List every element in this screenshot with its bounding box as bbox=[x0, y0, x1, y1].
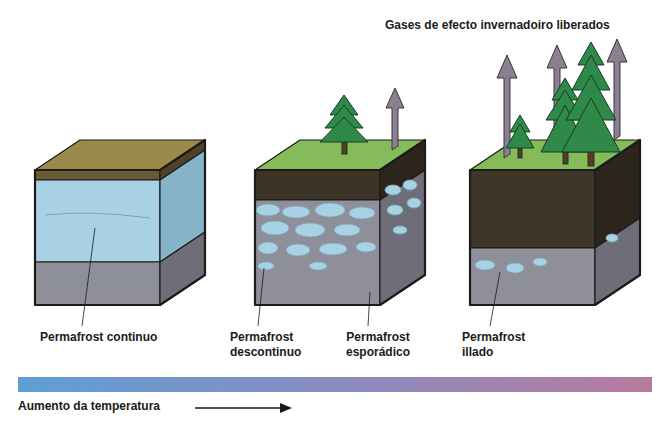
soil-cube-isolated bbox=[470, 140, 640, 305]
leader-lines bbox=[82, 228, 500, 326]
soil-cube-discontinuous bbox=[255, 140, 425, 305]
permafrost-type-label: Permafrost illado bbox=[462, 330, 542, 360]
direction-arrow bbox=[195, 403, 292, 413]
soil-cube-continuous bbox=[35, 140, 205, 305]
permafrost-type-label: Permafrost esporádico bbox=[335, 330, 421, 360]
gas-callout: Gases de efecto invernadoiro liberados bbox=[385, 18, 665, 33]
axis-label: Aumento da temperatura bbox=[18, 399, 188, 414]
permafrost-type-label: Permafrost descontinuo bbox=[230, 330, 312, 360]
gas-arrows bbox=[386, 39, 627, 158]
trees bbox=[320, 42, 620, 166]
temperature-gradient-bar bbox=[18, 377, 652, 392]
permafrost-type-label: Permafrost continuo bbox=[40, 330, 190, 345]
